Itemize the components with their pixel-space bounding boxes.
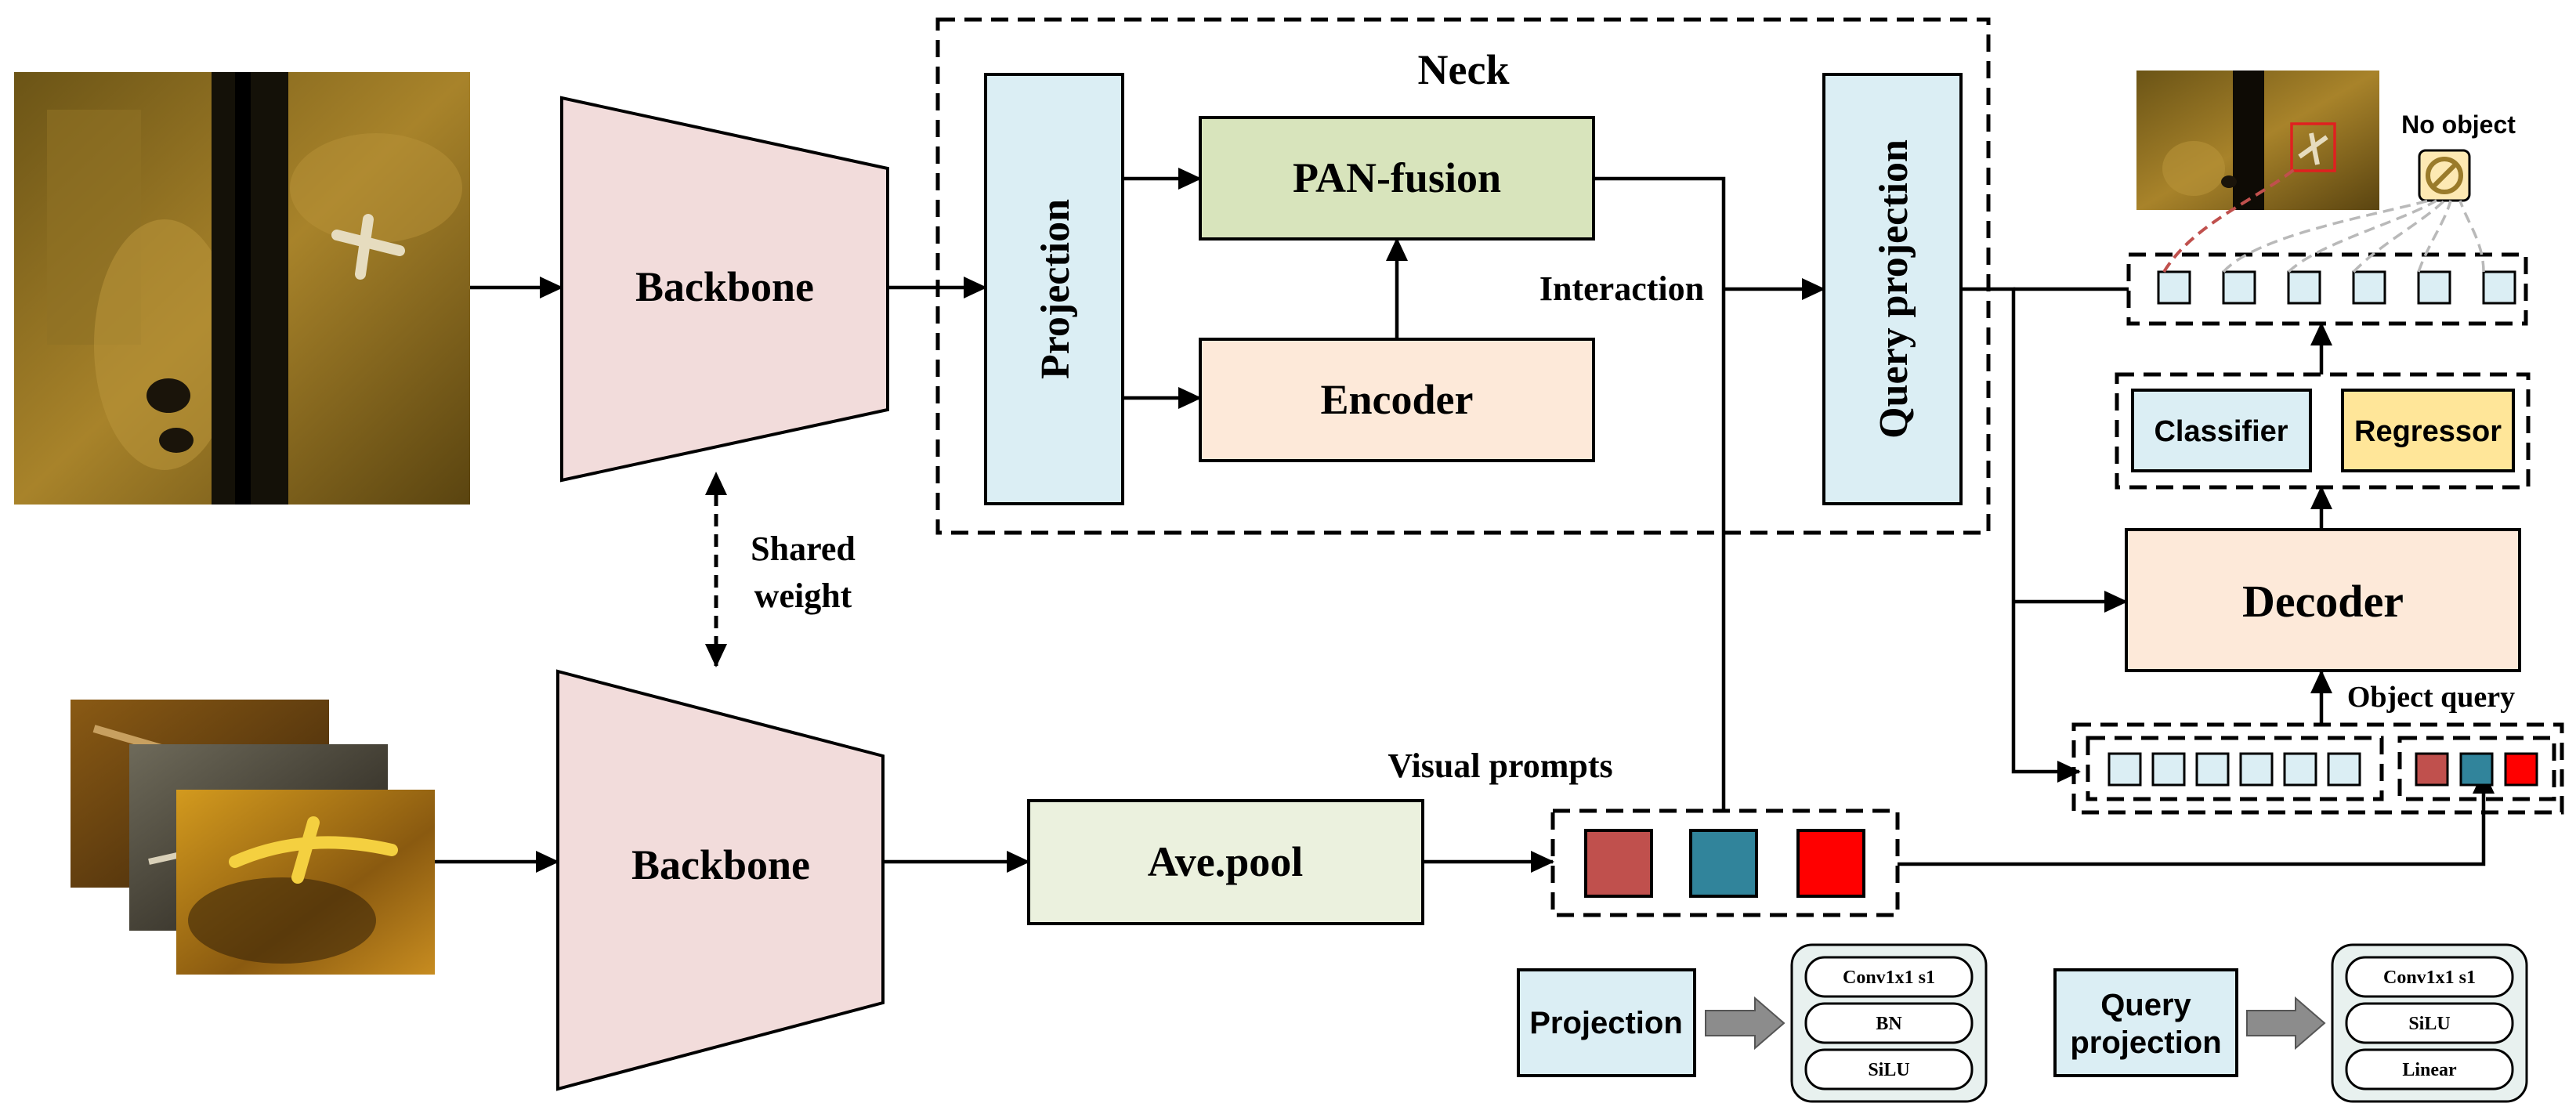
prompts-to-object-query-arrow (1898, 770, 2495, 866)
prediction-cell-1 (2157, 270, 2191, 305)
prediction-cell-3 (2287, 270, 2321, 305)
prediction-cell-5 (2417, 270, 2451, 305)
shared-weight-label-1: Shared (751, 530, 856, 568)
pan-fusion-block (1199, 116, 1595, 241)
ave-pool-label: Ave.pool (1148, 838, 1304, 885)
encoder-block (1199, 338, 1595, 462)
no-object-links (2222, 199, 2485, 273)
projection-label: Projection (1033, 199, 1078, 379)
legend-query-projection-layer-3-label: Linear (2402, 1060, 2457, 1080)
legend-projection-layer-2-label: BN (1876, 1014, 1902, 1034)
visual-prompt-1 (1584, 829, 1653, 898)
legend-projection-layer-2 (1804, 1002, 1974, 1044)
classifier-block (2131, 389, 2312, 472)
pan-fusion-label: PAN-fusion (1293, 154, 1501, 201)
visual-prompts-group (1550, 808, 1900, 917)
legend-query-projection-arrow (2246, 996, 2326, 1051)
interaction-label: Interaction (1539, 269, 1704, 308)
no-object-label: No object (2401, 110, 2516, 139)
object-query-cell-5 (2283, 752, 2317, 787)
legend-projection-layer-3-label: SiLU (1868, 1060, 1909, 1080)
query-prompt-cell-2 (2459, 752, 2494, 787)
visual-prompts-label: Visual prompts (1387, 747, 1612, 785)
backbone-top-block (560, 96, 889, 483)
object-query-cell-6 (2327, 752, 2361, 787)
prediction-cell-4 (2352, 270, 2386, 305)
classifier-label: Classifier (2154, 415, 2288, 448)
visual-prompt-3 (1796, 829, 1865, 898)
backbone-bottom-block (556, 669, 885, 1091)
neck-title: Neck (1418, 46, 1510, 93)
object-query-cell-2 (2151, 752, 2186, 787)
legend-query-projection-layer-1-label: Conv1x1 s1 (2383, 968, 2476, 988)
legend-projection-block (1517, 968, 1696, 1077)
legend-projection-layer-1 (1804, 956, 1974, 998)
query-content-group (2086, 736, 2384, 801)
regressor-block (2341, 389, 2515, 472)
predictions-group (2126, 252, 2528, 326)
query-prompt-cell-1 (2415, 752, 2449, 787)
decoder-label: Decoder (2242, 576, 2404, 627)
pan-to-interaction-line (1594, 176, 1726, 811)
legend-projection-layer-1-label: Conv1x1 s1 (1843, 968, 1935, 988)
legend-query-projection-layer-2-label: SiLU (2408, 1014, 2450, 1034)
shared-weight-label-2: weight (754, 577, 852, 615)
visual-prompt-2 (1689, 829, 1758, 898)
query-projection-out-line (1961, 287, 2081, 783)
object-query-cell-4 (2239, 752, 2274, 787)
detection-link-line (2162, 167, 2297, 273)
legend-projection-arrow (1705, 996, 1785, 1051)
projection-block (984, 73, 1124, 505)
object-query-label: Object query (2347, 681, 2515, 714)
object-query-cell-1 (2107, 752, 2142, 787)
regressor-label: Regressor (2354, 415, 2502, 448)
ave-pool-block (1027, 799, 1424, 925)
detection-box (2290, 122, 2336, 172)
object-query-group (2071, 722, 2564, 815)
encoder-label: Encoder (1321, 376, 1474, 423)
legend-query-projection-layer-2 (2345, 1002, 2514, 1044)
backbone-top-label: Backbone (635, 263, 814, 310)
heads-group (2115, 372, 2531, 490)
legend-query-projection-label-2: projection (2070, 1025, 2221, 1060)
legend-query-projection-block (2053, 968, 2238, 1077)
object-query-cell-3 (2195, 752, 2230, 787)
query-prompt-cell-3 (2504, 752, 2538, 787)
no-object-icon (2426, 157, 2463, 194)
query-prompt-group (2397, 736, 2556, 801)
prompt-image-stack (71, 700, 435, 975)
legend-query-projection-label-1: Query (2100, 988, 2191, 1022)
backbone-bottom-label: Backbone (631, 841, 810, 888)
legend-projection-layer-3 (1804, 1048, 1974, 1090)
prediction-cell-6 (2482, 270, 2516, 305)
input-sonar-image (14, 72, 470, 505)
neck-group (935, 17, 1991, 535)
prediction-cell-2 (2222, 270, 2256, 305)
query-projection-label: Query projection (1872, 139, 1916, 439)
legend-projection-label: Projection (1529, 1006, 1683, 1040)
query-projection-block (1822, 73, 1963, 505)
decoder-block (2125, 528, 2521, 672)
legend-query-projection-layer-3 (2345, 1048, 2514, 1090)
legend-query-projection-layer-1 (2345, 956, 2514, 998)
output-sonar-image (2136, 71, 2379, 210)
